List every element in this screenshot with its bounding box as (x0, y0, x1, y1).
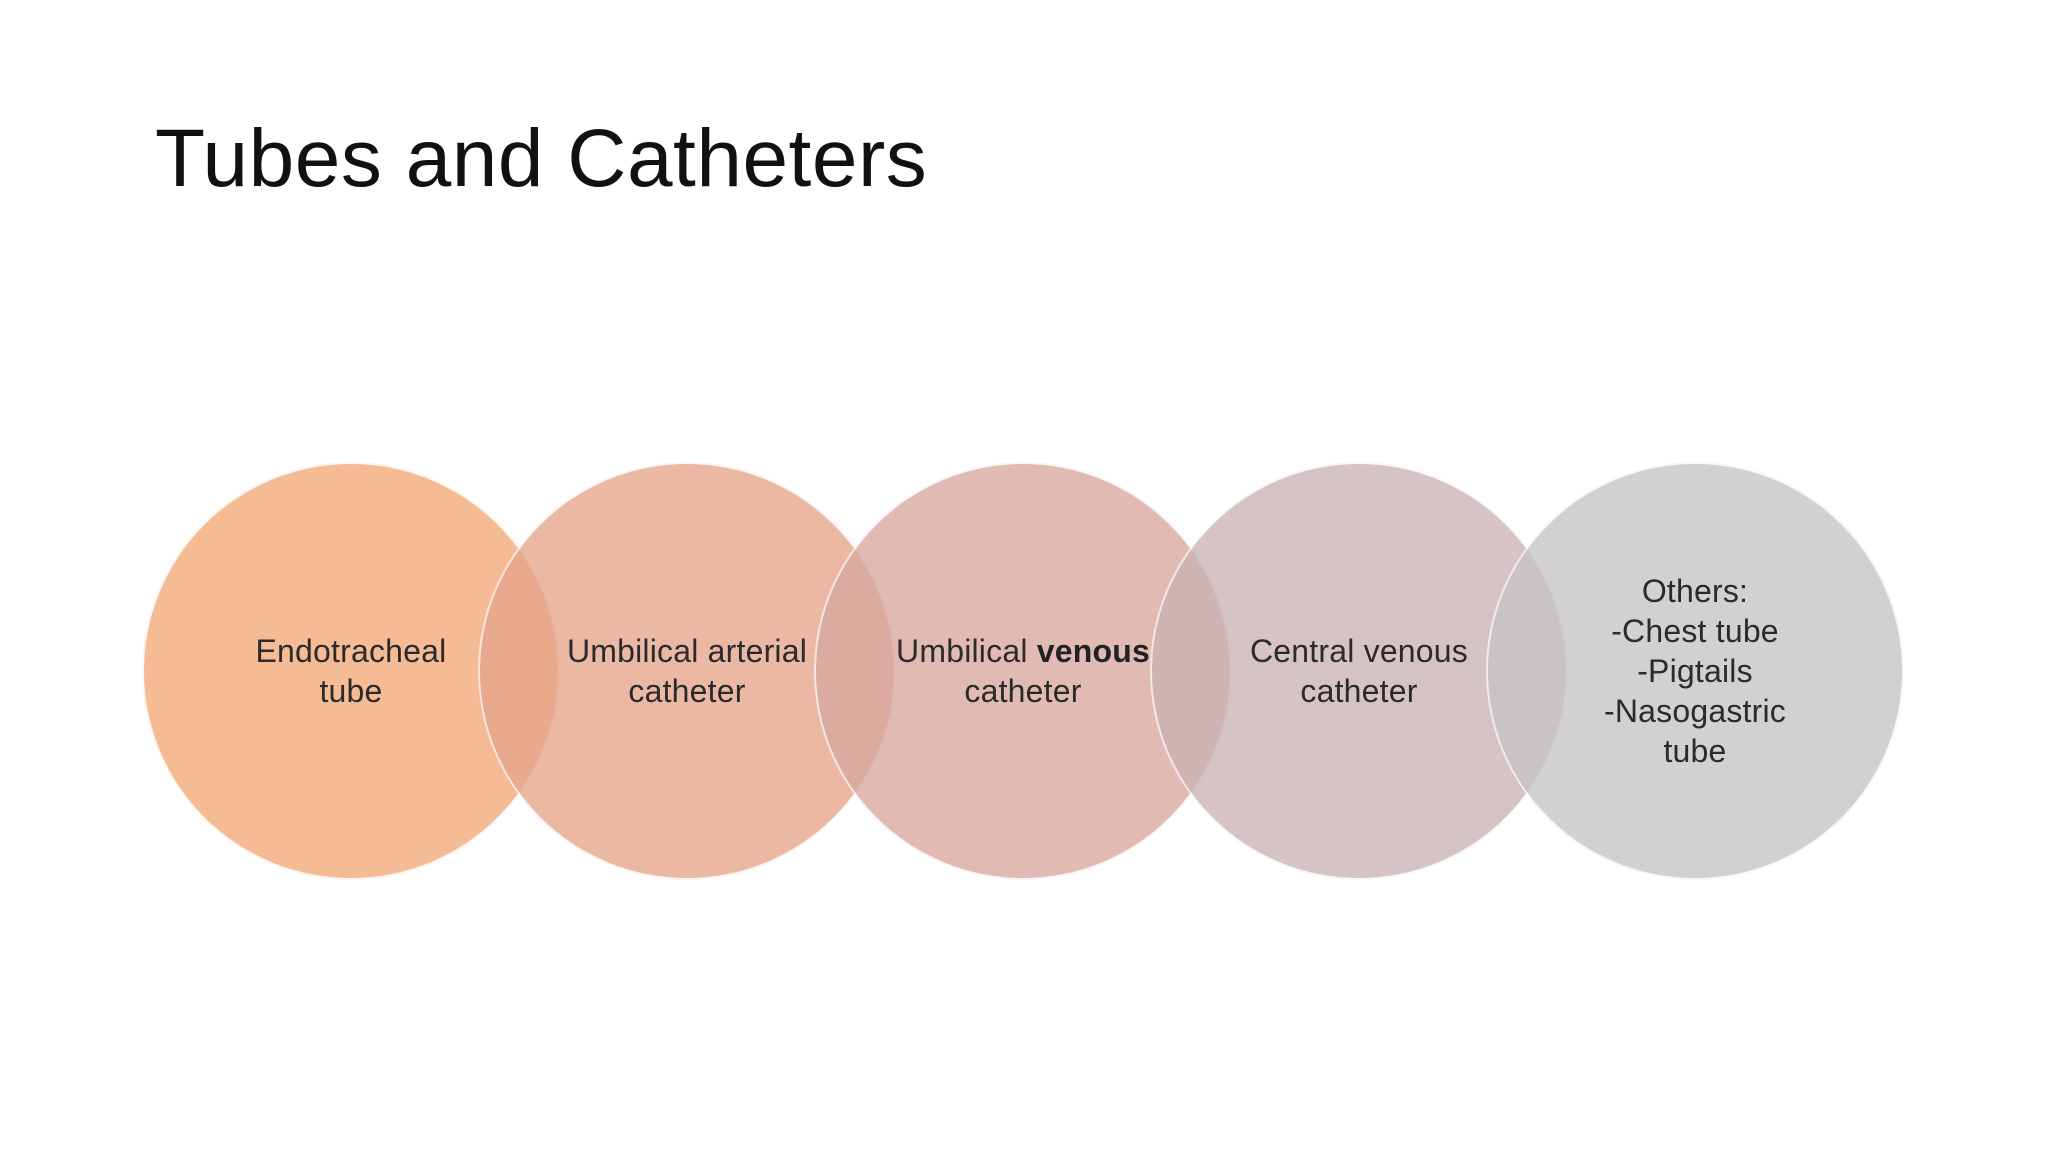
label-others: Others: -Chest tube -Pigtails -Nasogastr… (1560, 462, 1830, 880)
label-line: -Pigtails (1637, 653, 1753, 689)
label-line: Others: (1641, 573, 1749, 609)
label-line: -Nasogastric (1603, 693, 1786, 729)
label-endotracheal-tube: Endotracheal tube (216, 462, 486, 880)
slide-title: Tubes and Catheters (155, 113, 928, 204)
label-central-venous-catheter: Central venous catheter (1224, 462, 1494, 880)
label-line: catheter (628, 673, 746, 709)
label-line: tube (319, 673, 383, 709)
label-line: catheter (964, 673, 1082, 709)
label-line: Central venous (1249, 633, 1469, 669)
label-line: -Chest tube (1611, 613, 1779, 649)
label-emphasis: venous (1036, 633, 1150, 669)
label-line: catheter (1300, 673, 1418, 709)
label-umbilical-arterial-catheter: Umbilical arterial catheter (552, 462, 822, 880)
label-line: tube (1663, 733, 1727, 769)
label-line: Umbilical venous (896, 631, 1150, 671)
label-umbilical-venous-catheter: Umbilical venous catheter (888, 462, 1158, 880)
label-line: Endotracheal (255, 633, 447, 669)
label-prefix: Umbilical (896, 633, 1037, 669)
label-line: Umbilical arterial (566, 633, 808, 669)
circle-others (1486, 462, 1904, 880)
